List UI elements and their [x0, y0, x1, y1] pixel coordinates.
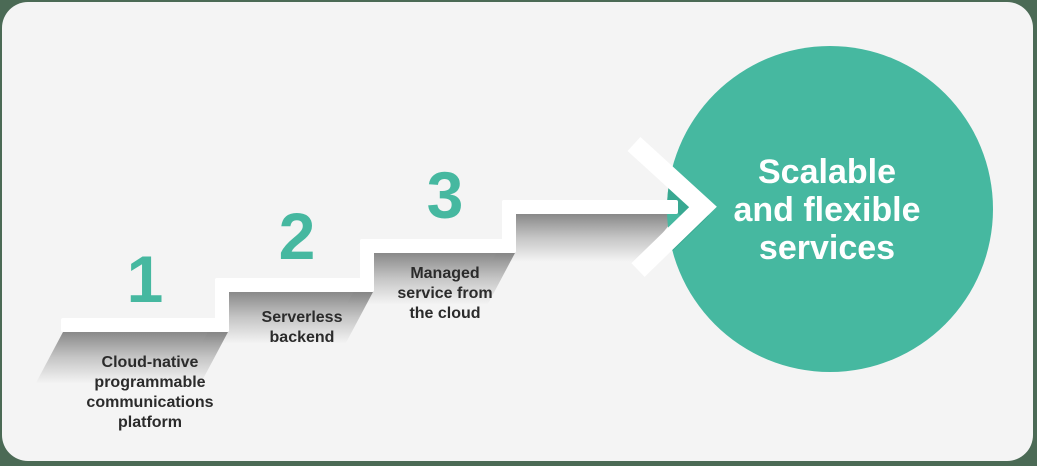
step-3-tread — [360, 239, 516, 253]
infographic-card: 1 2 3 Cloud-native programmable communic… — [2, 2, 1033, 461]
step-3-label: Managed service from the cloud — [397, 265, 493, 322]
arrow-and-circle-art — [627, 46, 993, 372]
step-2-tread — [215, 278, 373, 292]
step-3-number: 3 — [426, 158, 464, 232]
step-1-label: Cloud-native programmable communications… — [86, 354, 214, 431]
arrow-shaft — [502, 200, 678, 214]
result-circle — [667, 46, 993, 372]
step-1-number: 1 — [126, 242, 164, 316]
step-1-tread — [61, 318, 229, 332]
step-2-label: Serverless backend — [261, 309, 343, 346]
result-circle-label: Scalable and flexible services — [733, 153, 921, 267]
step-2-number: 2 — [278, 199, 316, 273]
arrowhead-icon — [627, 136, 717, 277]
